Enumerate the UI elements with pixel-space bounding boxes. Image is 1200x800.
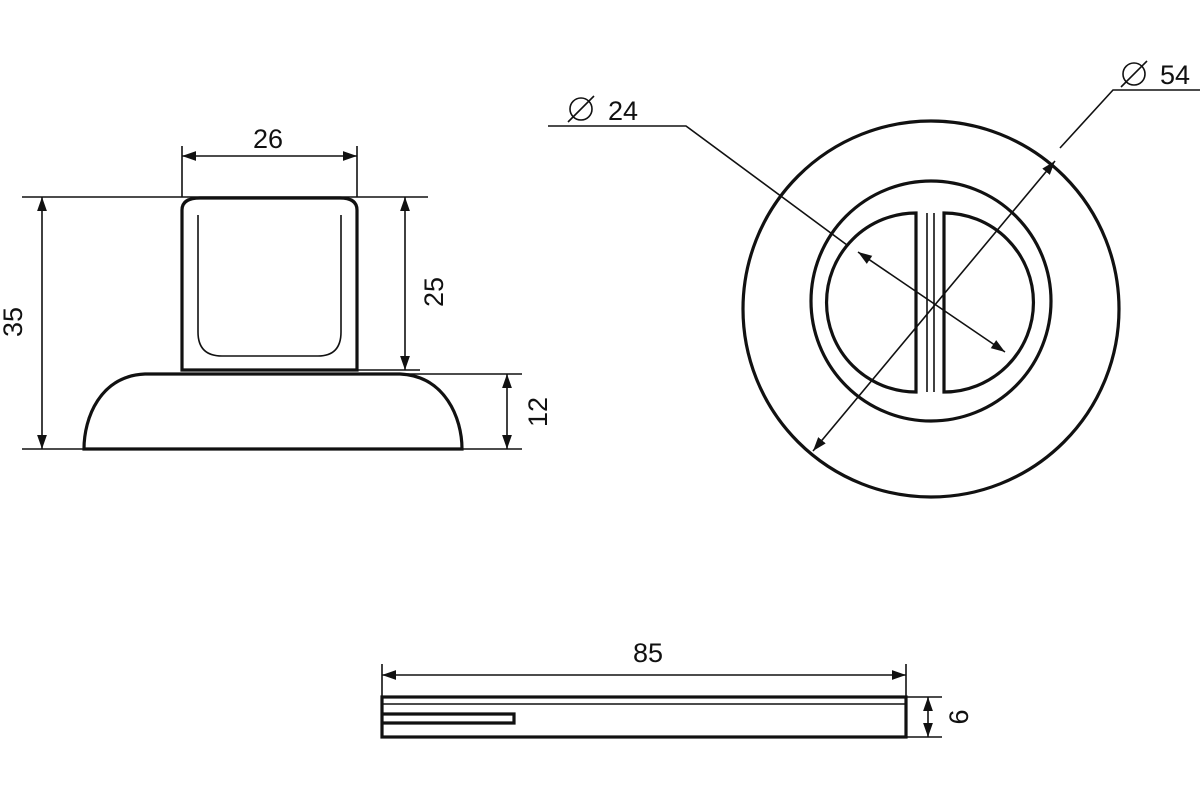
front-view: 24 54	[548, 60, 1200, 499]
dim-label-54: 54	[1160, 60, 1190, 90]
dim-label-85: 85	[633, 638, 663, 668]
outer-rosette-circle	[741, 119, 1121, 499]
dim-label-24: 24	[608, 96, 638, 126]
leader-54	[1059, 89, 1200, 149]
spindle-slot	[382, 712, 516, 725]
base-rosette	[82, 372, 464, 451]
diameter-symbol-54	[1120, 60, 1148, 88]
dim-label-25: 25	[419, 277, 449, 307]
side-view: 26 35 25 12	[0, 124, 553, 451]
knob-inset	[197, 215, 342, 357]
spindle-bar	[380, 695, 908, 739]
leader-24	[548, 125, 848, 246]
spindle-view: 85 6	[380, 638, 974, 739]
dim-label-26: 26	[253, 124, 283, 154]
dim-label-35: 35	[0, 307, 28, 337]
dim-label-12: 12	[523, 397, 553, 427]
knob-outline	[180, 196, 359, 372]
dim-line-54	[812, 160, 1056, 452]
dim-line-24	[857, 251, 1006, 353]
diameter-symbol-24	[567, 95, 595, 123]
dim-label-6: 6	[944, 709, 974, 724]
